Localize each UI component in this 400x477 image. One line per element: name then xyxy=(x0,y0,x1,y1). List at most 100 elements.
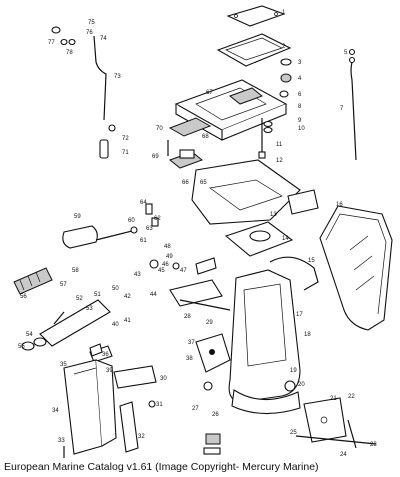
part-clamp-62 xyxy=(287,189,319,215)
label-33: 33 xyxy=(58,438,65,444)
label-74: 74 xyxy=(100,36,107,42)
label-30: 30 xyxy=(160,376,167,382)
label-34: 34 xyxy=(52,408,59,414)
part-gasket xyxy=(216,33,292,67)
part-throttle-linkage xyxy=(149,257,231,311)
label-51: 51 xyxy=(94,292,101,298)
label-23: 23 xyxy=(370,442,377,448)
label-10: 10 xyxy=(298,126,305,132)
part-exhaust-housing xyxy=(191,159,301,257)
label-47: 47 xyxy=(180,268,187,274)
label-25: 25 xyxy=(290,430,297,436)
label-26: 26 xyxy=(212,412,219,418)
label-67: 67 xyxy=(206,90,213,96)
label-48: 48 xyxy=(164,244,171,250)
label-3: 3 xyxy=(298,60,302,66)
label-46: 46 xyxy=(162,262,169,268)
part-bracket-wire xyxy=(269,256,319,291)
label-22: 22 xyxy=(348,394,355,400)
part-trim-strip xyxy=(119,401,139,453)
part-tiller-arm xyxy=(21,299,111,351)
label-17: 17 xyxy=(296,312,303,318)
label-60: 60 xyxy=(128,218,135,224)
label-6: 6 xyxy=(298,92,302,98)
label-35: 35 xyxy=(60,362,67,368)
label-4: 4 xyxy=(298,76,302,82)
label-7: 7 xyxy=(340,106,344,112)
part-cowl-cover xyxy=(319,205,393,331)
label-11: 11 xyxy=(276,142,283,148)
part-transom-bracket xyxy=(303,397,347,443)
label-71: 71 xyxy=(122,150,129,156)
part-rubber-mounts xyxy=(167,117,212,169)
label-36: 36 xyxy=(102,352,109,358)
part-adapter-plate xyxy=(174,79,288,141)
label-32: 32 xyxy=(138,434,145,440)
part-small-hardware xyxy=(63,343,221,458)
label-41: 41 xyxy=(124,318,131,324)
part-side-cover xyxy=(63,359,117,455)
label-63: 63 xyxy=(146,226,153,232)
label-70: 70 xyxy=(156,126,163,132)
label-31: 31 xyxy=(156,402,163,408)
label-21: 21 xyxy=(330,396,337,402)
label-20: 20 xyxy=(298,382,305,388)
part-water-tube xyxy=(348,48,357,161)
label-53: 53 xyxy=(86,306,93,312)
label-57: 57 xyxy=(60,282,67,288)
label-14: 14 xyxy=(282,236,289,242)
label-49: 49 xyxy=(166,254,173,260)
label-19: 19 xyxy=(290,368,297,374)
label-73: 73 xyxy=(114,74,121,80)
part-shift-rod xyxy=(93,35,116,159)
label-50: 50 xyxy=(112,286,119,292)
part-cover-plate xyxy=(226,5,286,27)
copyright-caption: European Marine Catalog v1.61 (Image Cop… xyxy=(4,461,319,473)
part-washers-77-78 xyxy=(51,26,76,46)
label-42: 42 xyxy=(124,294,131,300)
label-65: 65 xyxy=(200,180,207,186)
label-16: 16 xyxy=(336,202,343,208)
part-tiller-grip xyxy=(13,267,53,295)
label-62: 62 xyxy=(154,216,161,222)
label-44: 44 xyxy=(150,292,157,298)
label-58: 58 xyxy=(72,268,79,274)
part-bolts xyxy=(258,118,273,159)
part-grommet-set xyxy=(279,58,292,98)
label-15: 15 xyxy=(308,258,315,264)
part-shift-lever-30 xyxy=(113,365,157,389)
label-59: 59 xyxy=(74,214,81,220)
part-clamp-bracket xyxy=(89,333,231,373)
label-2: 2 xyxy=(282,44,286,50)
part-driveshaft-housing xyxy=(228,269,301,415)
label-55: 55 xyxy=(18,344,25,350)
label-76: 76 xyxy=(86,30,93,36)
label-37: 37 xyxy=(188,340,195,346)
part-number-labels: 1 2 3 4 5 6 7 8 9 10 11 12 13 14 15 16 1… xyxy=(18,10,377,458)
label-45: 45 xyxy=(158,268,165,274)
label-39: 39 xyxy=(106,368,113,374)
label-13: 13 xyxy=(270,212,277,218)
label-77: 77 xyxy=(48,40,55,46)
label-18: 18 xyxy=(304,332,311,338)
part-tiller-bracket xyxy=(62,225,138,249)
part-fasteners-63-64 xyxy=(145,203,159,227)
label-27: 27 xyxy=(192,406,199,412)
label-68: 68 xyxy=(202,134,209,140)
label-64: 64 xyxy=(140,200,147,206)
label-8: 8 xyxy=(298,104,302,110)
part-long-bolts xyxy=(295,419,377,449)
label-75: 75 xyxy=(88,20,95,26)
label-78: 78 xyxy=(66,50,73,56)
label-29: 29 xyxy=(206,320,213,326)
label-66: 66 xyxy=(182,180,189,186)
label-52: 52 xyxy=(76,296,83,302)
label-24: 24 xyxy=(340,452,347,458)
label-40: 40 xyxy=(112,322,119,328)
label-56: 56 xyxy=(20,294,27,300)
label-28: 28 xyxy=(184,314,191,320)
label-61: 61 xyxy=(140,238,147,244)
label-38: 38 xyxy=(186,356,193,362)
label-1: 1 xyxy=(282,10,286,16)
